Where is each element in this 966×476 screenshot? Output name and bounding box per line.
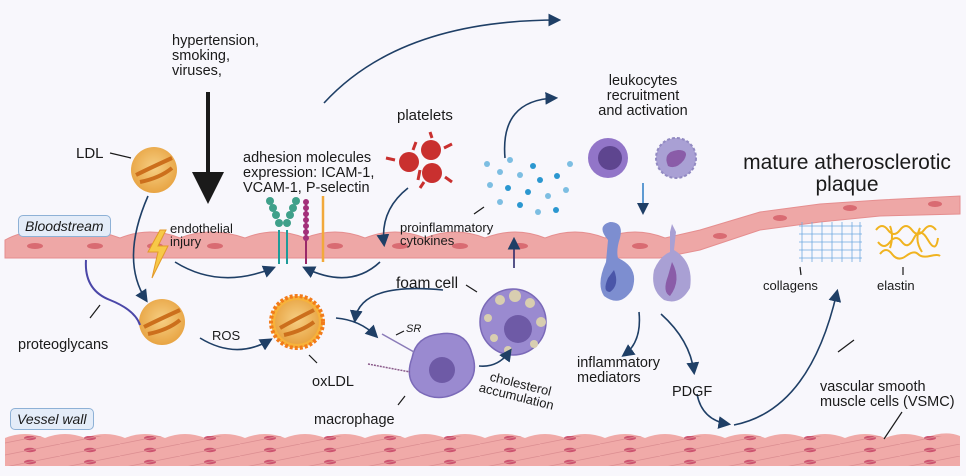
transmigrating-monocyte-icon <box>653 224 691 302</box>
adhesion-molecules <box>266 196 325 264</box>
collagens-label: collagens <box>763 278 818 293</box>
cytokines-dots <box>484 157 573 215</box>
proteoglycan-strand <box>84 259 141 326</box>
foam-cell-label: foam cell <box>396 275 459 292</box>
elastin-fibers <box>875 225 941 260</box>
oxldl-particle <box>269 294 325 350</box>
transmigrating-lymphocyte-icon <box>600 222 635 301</box>
collagen-mesh <box>799 222 862 262</box>
vessel-wall-vsmc-layer <box>5 433 960 466</box>
leukocyte-monocyte-icon <box>655 137 697 179</box>
macrophage-icon <box>367 332 476 399</box>
lightning-icon <box>147 229 169 279</box>
ldl-particle-trapped <box>139 299 185 345</box>
ros-label: ROS <box>212 328 241 343</box>
vessel-wall-tag: Vessel wall <box>10 408 94 430</box>
foam-cell-icon <box>479 288 547 356</box>
leukocyte-lymphocyte-icon <box>588 138 628 178</box>
pdgf-label: PDGF <box>672 384 713 400</box>
ldl-label: LDL <box>76 145 104 162</box>
proteoglycans-label: proteoglycans <box>18 337 109 353</box>
pathway-arrows <box>132 13 842 429</box>
platelets-label: platelets <box>397 107 453 124</box>
risk-factors-label: hypertension,smoking,viruses, <box>172 33 260 79</box>
oxldl-label: oxLDL <box>312 374 354 390</box>
bloodstream-tag: Bloodstream <box>18 215 111 237</box>
macrophage-label: macrophage <box>314 412 395 428</box>
ldl-particle <box>131 147 177 193</box>
sr-label: SR <box>406 323 422 335</box>
elastin-label: elastin <box>877 278 915 293</box>
platelets-icon <box>385 131 453 189</box>
